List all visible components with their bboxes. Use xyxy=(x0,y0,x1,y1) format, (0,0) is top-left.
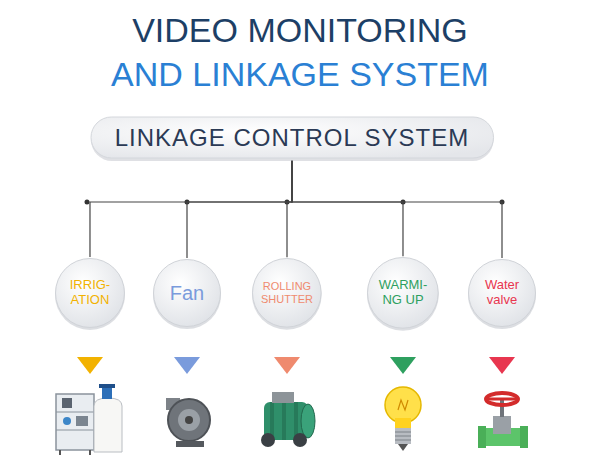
tree-connector xyxy=(292,160,403,256)
control-pill: LINKAGE CONTROL SYSTEM xyxy=(90,116,495,160)
device-label: IRRIG- ATION xyxy=(64,278,116,308)
device-label: Fan xyxy=(170,282,204,305)
system-label: LINKAGE CONTROL SYSTEM xyxy=(115,124,470,152)
pointer-triangles xyxy=(77,357,515,374)
title: VIDEO MONITORING AND LINKAGE SYSTEM xyxy=(101,8,499,96)
tree-connector xyxy=(90,160,292,257)
irrigation-machine-icon xyxy=(56,384,122,455)
device-label: WARMI- NG UP xyxy=(376,278,430,308)
tree-connector xyxy=(292,160,502,258)
device-label: ROLLING SHUTTER xyxy=(260,280,314,305)
device-label: Water valve xyxy=(480,278,524,308)
device-circle: WARMI- NG UP xyxy=(366,256,440,330)
fan-blower-icon xyxy=(166,398,210,447)
tree-connector xyxy=(287,160,292,257)
device-circle: Fan xyxy=(152,258,222,328)
device-circle: ROLLING SHUTTER xyxy=(251,257,323,329)
rolling-shutter-motor-icon xyxy=(261,392,315,447)
light-bulb-icon xyxy=(385,387,421,451)
water-valve-icon xyxy=(478,393,528,448)
title-wrap: VIDEO MONITORING AND LINKAGE SYSTEM xyxy=(0,8,600,96)
device-circle: Water valve xyxy=(467,258,537,328)
device-circle: IRRIG- ATION xyxy=(54,257,126,329)
tree-connector xyxy=(187,160,292,258)
